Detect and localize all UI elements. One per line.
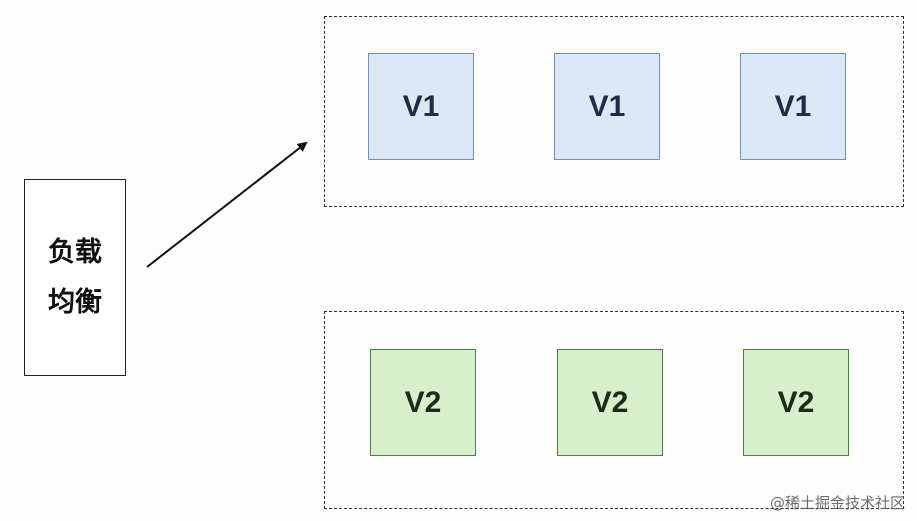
- v1-instance-box: V1: [740, 53, 846, 160]
- v2-instance-box: V2: [370, 349, 476, 456]
- load-balancer-label: 负载均衡: [48, 236, 102, 318]
- watermark-text: @稀土掘金技术社区: [769, 494, 905, 512]
- v1-instance-box: V1: [368, 53, 474, 160]
- v1-group-container: [324, 16, 904, 207]
- v2-group-container: [324, 311, 904, 509]
- arrow-line: [146, 141, 308, 268]
- v2-instance-box: V2: [743, 349, 849, 456]
- v1-instance-box: V1: [554, 53, 660, 160]
- load-balancer-box: 负载均衡: [24, 179, 126, 376]
- v2-instance-box: V2: [557, 349, 663, 456]
